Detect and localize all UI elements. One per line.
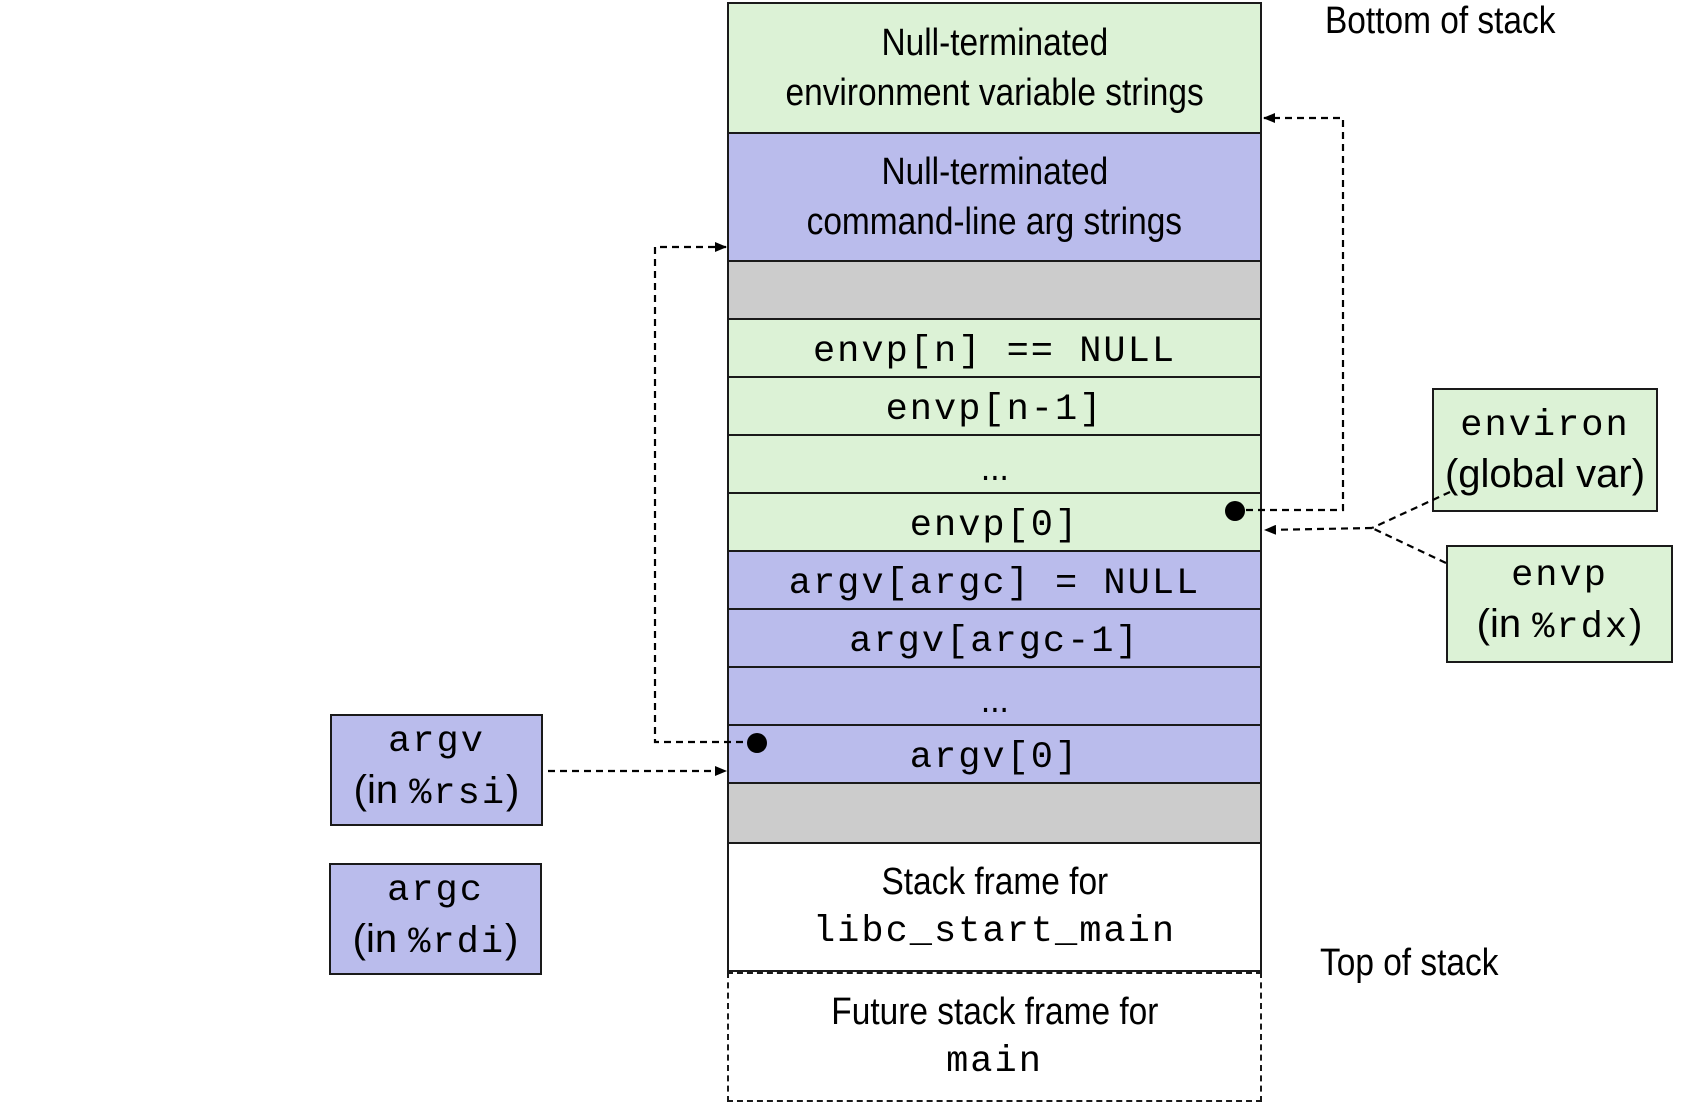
main-frame-cell: Future stack frame for main (727, 972, 1262, 1102)
envp-name: envp (1511, 554, 1608, 597)
env-strings-line2: environment variable strings (785, 72, 1204, 114)
argv-reg-line: (in %rsi) (354, 766, 520, 823)
libc-frame-line2: libc_start_main (812, 911, 1177, 953)
envp-reg: %rdx (1532, 606, 1630, 649)
argv-box: argv (in %rsi) (330, 714, 543, 826)
env-strings-line1: Null-terminated (881, 22, 1108, 64)
argv-prefix: (in (353, 767, 410, 812)
argc-prefix: (in (352, 916, 409, 961)
argv-0-text: argv[0] (909, 737, 1080, 779)
argv-argc-1-text: argv[argc-1] (849, 621, 1140, 663)
envp-0-cell: envp[0] (727, 492, 1262, 552)
argv-suffix: ) (506, 767, 520, 812)
envp-reg-to-junction-line (1371, 527, 1447, 564)
env-strings-cell: Null-terminated environment variable str… (727, 2, 1262, 134)
arg-strings-cell: Null-terminated command-line arg strings (727, 132, 1262, 262)
argv0-pointer-dot (747, 733, 767, 753)
envp-0-text: envp[0] (909, 505, 1080, 547)
argc-name: argc (387, 869, 484, 912)
envp-n-1-cell: envp[n-1] (727, 376, 1262, 436)
argc-reg-line: (in %rdi) (353, 915, 519, 972)
argc-box: argc (in %rdi) (329, 863, 542, 975)
argv0-to-arg-strings-arrow (653, 242, 755, 744)
main-frame-line1: Future stack frame for (830, 991, 1159, 1033)
argv-argc-1-cell: argv[argc-1] (727, 608, 1262, 668)
arg-strings-line1: Null-terminated (881, 151, 1108, 193)
top-of-stack-label: Top of stack (1320, 942, 1499, 984)
envp-n-1-text: envp[n-1] (885, 389, 1104, 431)
argv-argc-text: argv[argc] = NULL (788, 563, 1201, 605)
envp-prefix: (in (1476, 601, 1533, 646)
environ-desc: (global var) (1444, 452, 1646, 496)
argc-reg: %rdi (408, 921, 506, 964)
environ-to-junction-line (1371, 491, 1451, 529)
envp-dots-text: ... (980, 447, 1009, 489)
environ-name: environ (1460, 405, 1630, 447)
environ-box: environ (global var) (1432, 388, 1658, 512)
bottom-of-stack-label: Bottom of stack (1325, 0, 1556, 42)
envp-n-text: envp[n] == NULL (812, 331, 1177, 373)
argv-0-cell: argv[0] (727, 724, 1262, 784)
argv-name: argv (388, 720, 485, 763)
argv-dots-cell: ... (727, 666, 1262, 726)
arg-strings-line2: command-line arg strings (806, 201, 1183, 243)
envp0-pointer-dot (1225, 501, 1245, 521)
envp-reg-line: (in %rdx) (1477, 600, 1643, 657)
main-frame-line2: main (946, 1041, 1043, 1083)
libc-frame-cell: Stack frame for libc_start_main (727, 842, 1262, 972)
envp-box: envp (in %rdx) (1446, 545, 1673, 663)
junction-to-envp0-arrow (1264, 524, 1373, 535)
argc-suffix: ) (505, 916, 519, 961)
envp0-to-env-strings-arrow (1234, 113, 1345, 512)
argv-dots-text: ... (980, 679, 1009, 721)
envp-n-cell: envp[n] == NULL (727, 318, 1262, 378)
envp-suffix: ) (1629, 601, 1643, 646)
argv-reg: %rsi (409, 772, 507, 815)
libc-frame-line1: Stack frame for (881, 861, 1108, 903)
